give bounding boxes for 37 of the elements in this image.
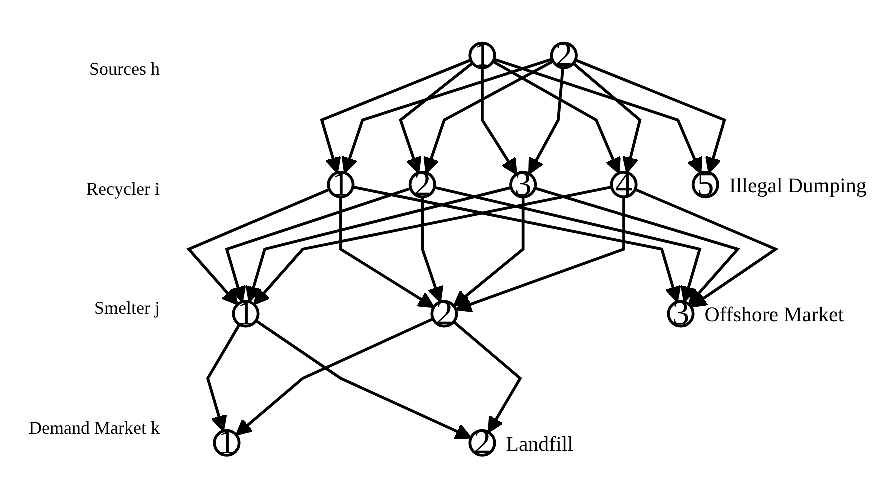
row-label: Demand Market k xyxy=(28,418,161,439)
arrow xyxy=(342,58,553,174)
arrow xyxy=(455,196,626,312)
node-caption: Illegal Dumping xyxy=(729,173,867,197)
arrow xyxy=(528,67,564,174)
row-label: Recycler i xyxy=(86,178,161,200)
arrow xyxy=(575,58,726,174)
arrow xyxy=(225,186,412,302)
arrow xyxy=(634,188,779,308)
arrow xyxy=(206,324,241,432)
arrow xyxy=(320,58,472,174)
arrow xyxy=(453,196,525,307)
arrow xyxy=(186,188,330,306)
arrow xyxy=(340,196,435,308)
arrow xyxy=(434,186,702,302)
node-circle: 1 xyxy=(232,300,260,328)
arrow xyxy=(494,58,703,174)
arrow xyxy=(236,317,434,436)
arrow xyxy=(421,196,444,303)
node-caption: Offshore Market xyxy=(704,302,844,326)
arrow xyxy=(492,60,621,174)
arrow xyxy=(534,186,741,306)
arrow xyxy=(424,60,554,174)
arrow xyxy=(452,320,522,433)
arrow xyxy=(572,62,642,174)
row-label: Sources h xyxy=(88,59,161,80)
node-circle: 1 xyxy=(213,428,241,457)
arrow xyxy=(253,185,612,306)
node-circle: 1 xyxy=(468,41,496,69)
arrow xyxy=(352,185,682,302)
node-circle: 4 xyxy=(610,170,638,198)
arrow xyxy=(255,319,472,439)
arrow xyxy=(399,62,474,174)
node-caption: Landfill xyxy=(506,431,574,456)
arrow xyxy=(481,68,518,175)
arrow xyxy=(246,186,512,302)
row-label: Smelter j xyxy=(94,298,161,320)
